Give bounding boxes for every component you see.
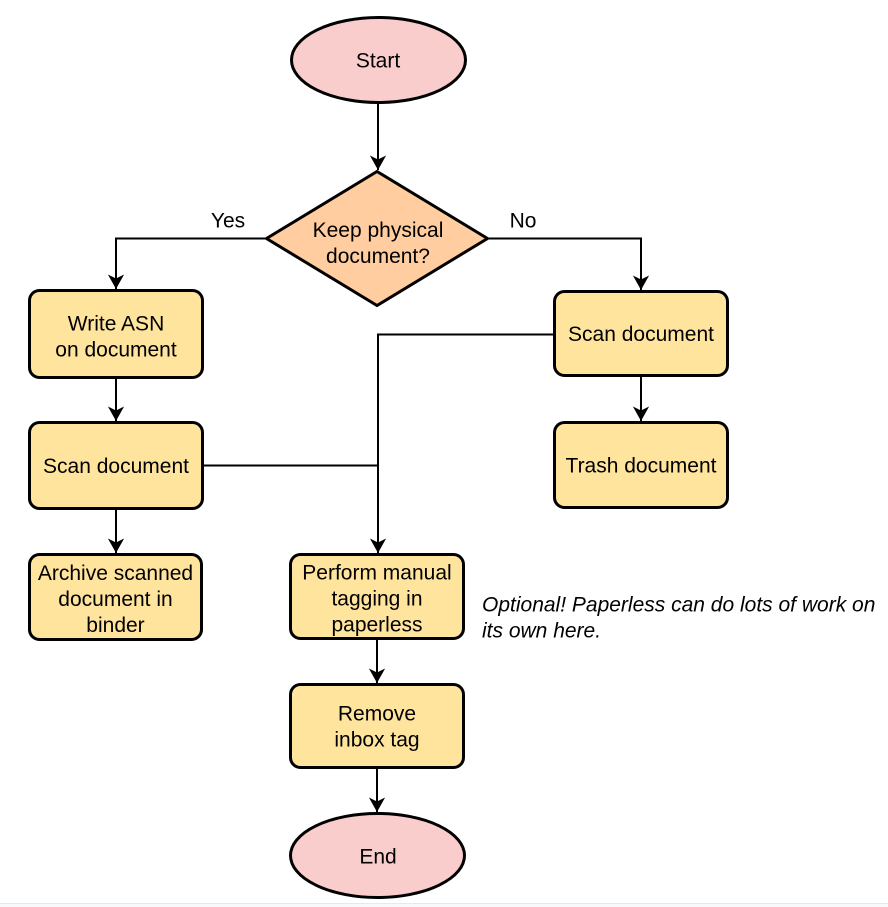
svg-text:Perform manual: Perform manual <box>302 562 451 585</box>
svg-text:Start: Start <box>356 50 401 73</box>
svg-text:binder: binder <box>86 614 144 637</box>
svg-text:Optional! Paperless can do lot: Optional! Paperless can do lots of work … <box>482 594 875 617</box>
svg-text:paperless: paperless <box>331 614 422 637</box>
svg-text:Write ASN: Write ASN <box>68 313 164 336</box>
svg-text:Trash document: Trash document <box>566 455 717 478</box>
svg-text:Scan document: Scan document <box>43 455 189 478</box>
svg-text:Scan document: Scan document <box>568 323 714 346</box>
svg-text:document in: document in <box>58 588 172 611</box>
svg-text:inbox tag: inbox tag <box>334 729 419 752</box>
svg-text:its own here.: its own here. <box>482 620 601 643</box>
svg-text:No: No <box>510 210 537 233</box>
svg-text:Remove: Remove <box>338 703 416 726</box>
svg-text:Archive scanned: Archive scanned <box>38 562 193 585</box>
svg-text:Yes: Yes <box>211 210 245 233</box>
svg-text:Keep physical: Keep physical <box>313 219 444 242</box>
svg-text:End: End <box>359 846 396 869</box>
svg-text:document?: document? <box>326 245 430 268</box>
svg-text:on document: on document <box>55 339 177 362</box>
svg-text:tagging in: tagging in <box>331 588 422 611</box>
